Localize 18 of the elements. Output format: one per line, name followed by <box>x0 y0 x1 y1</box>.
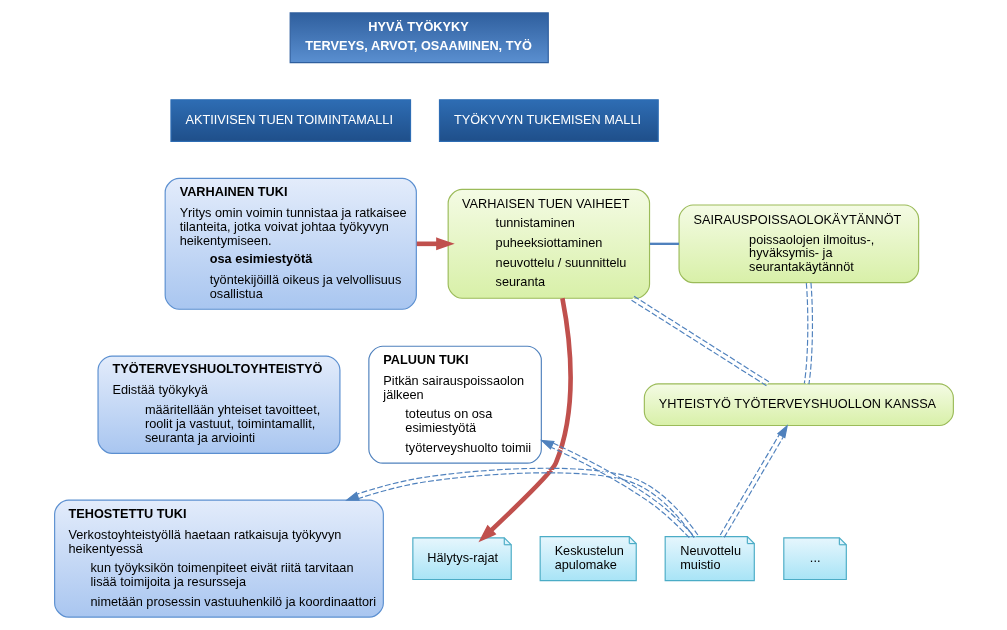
node-box: PALUUN TUKI Pitkän sairauspoissaolon jälkeen toteutus on osa esimiestyötä työterveyshuolto toimii <box>367 345 542 464</box>
connector <box>803 282 813 385</box>
arrow <box>344 467 698 539</box>
connector <box>630 295 769 387</box>
node-box: TYÖKYVYN TUKEMISEN MALLI <box>438 99 659 142</box>
arrow <box>416 237 455 251</box>
node-box: TEHOSTETTU TUKI Verkostoyhteistyöllä haetaan ratkaisuja työkyvyn heikentyessä kun työyksikön toimenpiteet eivät riitä tarvitaan lisää toimijoita ja resursseja nimetään prosessin vastuuhenkilö ja koordinaattori <box>53 499 384 618</box>
node-box: VARHAINEN TUKI Yritys omin voimin tunnistaa ja ratkaisee tilanteita, jotka voivat johtaa työkyvyn heikentymiseen. osa esimiestyötä työntekijöillä oikeus ja velvollisuus osallistua <box>164 177 417 310</box>
node-box: HYVÄ TYÖKYKY TERVEYS, ARVOT, OSAAMINEN, TYÖ <box>289 12 549 64</box>
node-box: SAIRAUSPOISSAOLOKÄYTÄNNÖT poissaolojen ilmoitus-, hyväksymis- ja seurantakäytännöt <box>677 204 919 284</box>
node-box: AKTIIVISEN TUEN TOIMINTAMALLI <box>169 99 411 142</box>
arrow <box>477 297 573 543</box>
node-box: VARHAISEN TUEN VAIHEET tunnistaminen puheeksiottaminen neuvottelu / suunnittelu seuranta <box>447 188 650 299</box>
node-box: TYÖTERVEYSHUOLTOYHTEISTYÖ Edistää työkykyä määritellään yhteiset tavoitteet, roolit ja vastuut, toimintamallit, seuranta ja arviointi <box>96 355 340 454</box>
arrow <box>539 439 693 539</box>
node-box: YHTEISTYÖ TYÖTERVEYSHUOLLON KANSSA <box>643 383 954 427</box>
arrow <box>719 424 788 538</box>
connector <box>649 242 679 245</box>
